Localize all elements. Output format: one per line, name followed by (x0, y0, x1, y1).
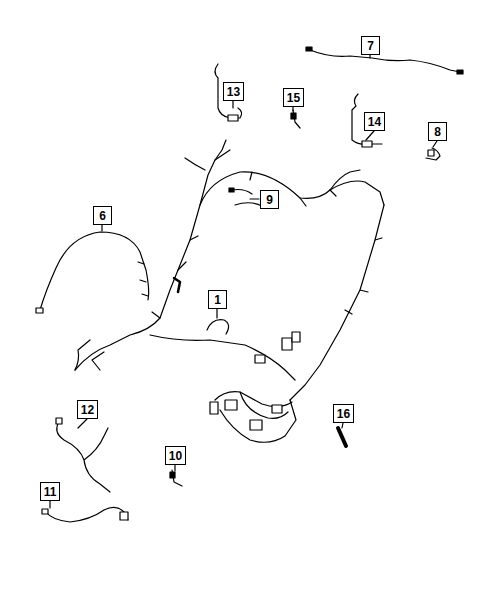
callout-number: 12 (81, 404, 94, 416)
callout-box: 14 (364, 112, 385, 131)
callout-box: 7 (361, 36, 380, 55)
callout-number: 16 (337, 408, 350, 420)
callout-number: 15 (287, 92, 300, 104)
callout-number: 9 (266, 194, 273, 206)
main-harness (75, 140, 384, 442)
callout-number: 6 (99, 210, 106, 222)
callout-box: 9 (260, 190, 279, 209)
callout-box: 11 (40, 482, 60, 501)
callout-box: 16 (333, 404, 354, 423)
part-8 (426, 148, 440, 160)
callout-box: 6 (93, 206, 112, 225)
harness-11 (46, 507, 128, 522)
callout-number: 11 (44, 486, 57, 498)
callout-box: 12 (77, 400, 98, 419)
harness-13 (215, 64, 242, 118)
callout-number: 13 (227, 86, 240, 98)
callout-box: 10 (165, 446, 186, 465)
callout-box: 13 (223, 82, 244, 101)
callout-box: 15 (283, 88, 304, 107)
callout-box: 1 (208, 290, 227, 309)
callout-box: 8 (428, 122, 447, 141)
harness-6 (40, 232, 149, 310)
harness-7 (310, 50, 460, 72)
callout-number: 14 (368, 116, 381, 128)
callout-number: 8 (434, 126, 441, 138)
harness-12 (57, 420, 110, 492)
part-16 (338, 428, 346, 446)
callout-number: 1 (214, 294, 221, 306)
harness-9 (232, 190, 262, 207)
callout-number: 10 (169, 450, 182, 462)
callout-number: 7 (367, 40, 374, 52)
